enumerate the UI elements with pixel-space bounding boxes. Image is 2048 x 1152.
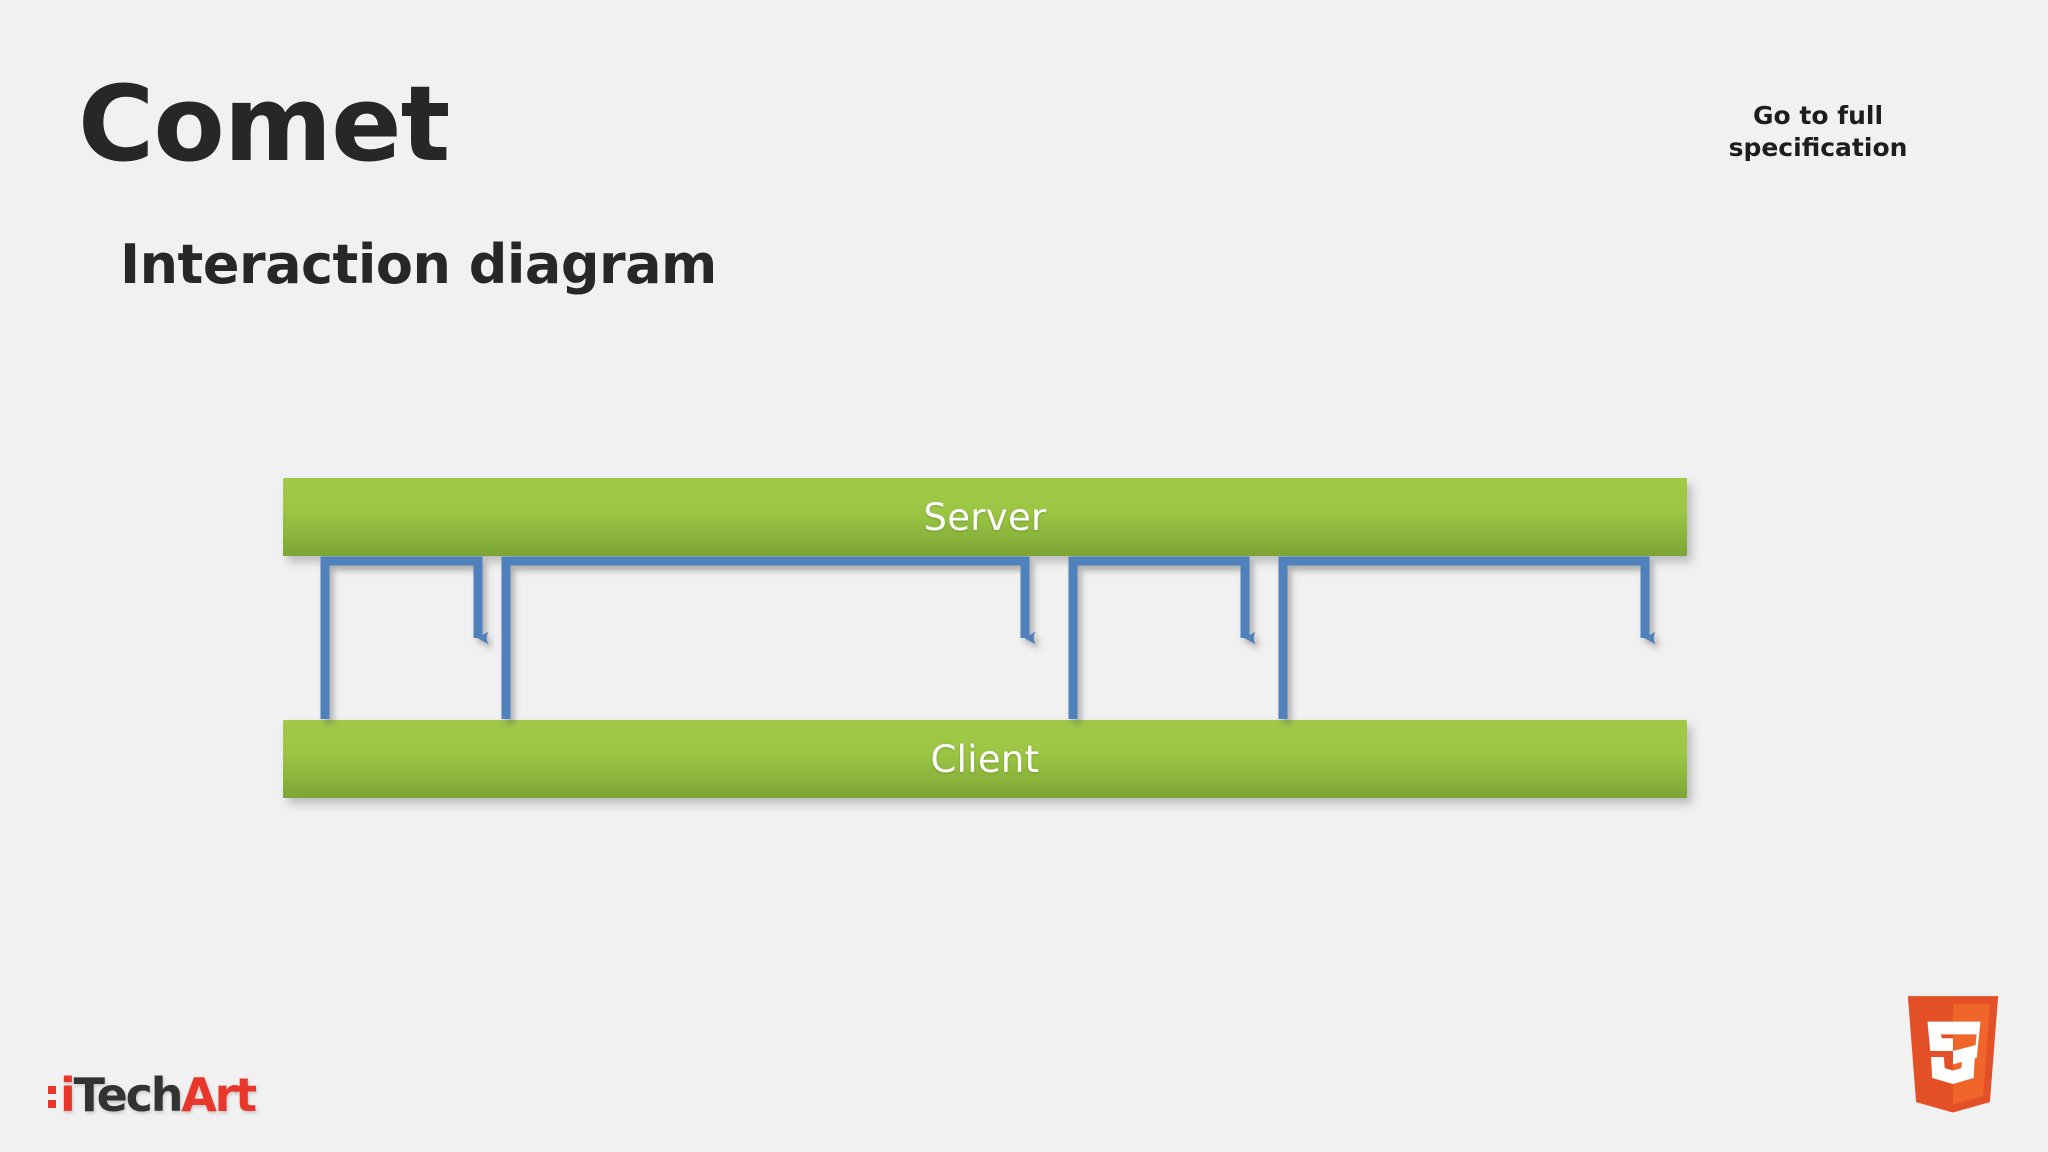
interaction-diagram: Server Client [283, 478, 1687, 798]
page-title: Comet [78, 63, 450, 185]
connector-layer [283, 478, 1687, 798]
spec-link-line-1: Go to full [1752, 101, 1884, 130]
lane-client: Client [283, 720, 1687, 798]
lane-server-label: Server [923, 495, 1047, 539]
go-to-full-specification-link[interactable]: Go to full specification [1668, 100, 1968, 164]
connector-path-3 [1068, 556, 1256, 719]
connector-path-2 [501, 556, 1036, 719]
connector-path-4 [1278, 556, 1656, 719]
itechart-logo: i Tech Art [48, 1068, 257, 1122]
connector-path-1 [320, 556, 489, 719]
page-subtitle: Interaction diagram [120, 233, 717, 296]
itechart-colon-mark-icon [48, 1086, 56, 1108]
itechart-logo-art: Art [181, 1068, 257, 1122]
itechart-logo-tech: Tech [73, 1068, 184, 1122]
lane-server: Server [283, 478, 1687, 556]
html5-logo-icon [1900, 994, 2006, 1114]
spec-link-line-2: specification [1728, 133, 1908, 162]
itechart-logo-i: i [60, 1068, 76, 1122]
lane-client-label: Client [930, 737, 1040, 781]
